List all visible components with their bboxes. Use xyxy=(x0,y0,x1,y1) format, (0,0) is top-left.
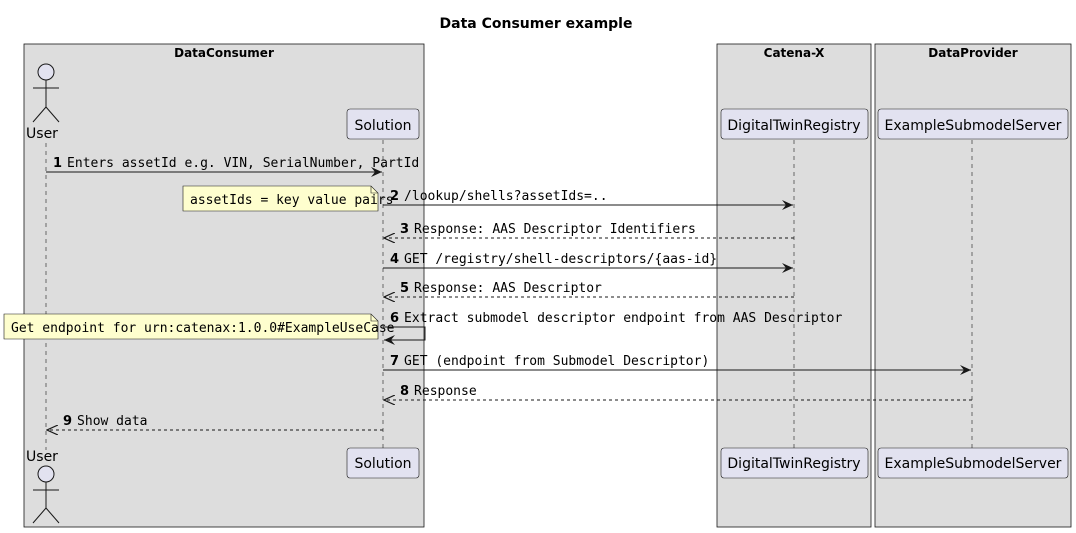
message-4-label: 4 GET /registry/shell-descriptors/{aas-id… xyxy=(390,252,717,267)
message-4-text: GET /registry/shell-descriptors/{aas-id} xyxy=(404,252,717,267)
participant-server-top: ExampleSubmodelServer xyxy=(885,118,1062,134)
participant-dtr-top: DigitalTwinRegistry xyxy=(727,118,860,134)
note-endpoint-fold xyxy=(370,314,378,322)
message-2-text: /lookup/shells?assetIds=.. xyxy=(404,189,608,204)
message-8-label: 8 Response xyxy=(400,384,477,399)
message-1-label: 1 Enters assetId e.g. VIN, SerialNumber, … xyxy=(53,156,419,171)
message-2-number: 2 xyxy=(390,189,399,204)
message-9-label: 9 Show data xyxy=(63,414,148,429)
note-endpoint-text: Get endpoint for urn:catenax:1.0.0#Examp… xyxy=(11,321,395,336)
message-6-label: 6 Extract submodel descriptor endpoint fr… xyxy=(390,311,843,326)
message-9-number: 9 xyxy=(63,414,72,429)
message-7-number: 7 xyxy=(390,354,399,369)
box-dataprovider-label: DataProvider xyxy=(928,46,1018,60)
message-5-label: 5 Response: AAS Descriptor xyxy=(400,281,602,296)
note-assetids xyxy=(182,185,379,212)
message-3-number: 3 xyxy=(400,222,409,237)
message-7-label: 7 GET (endpoint from Submodel Descriptor) xyxy=(390,354,709,369)
message-5-number: 5 xyxy=(400,281,409,296)
participant-dtr-bottom: DigitalTwinRegistry xyxy=(727,456,860,472)
participant-server-bottom-box xyxy=(877,447,1069,479)
message-3-label: 3 Response: AAS Descriptor Identifiers xyxy=(400,222,696,237)
message-3-text: Response: AAS Descriptor Identifiers xyxy=(414,222,696,237)
user-actor-bottom-icon xyxy=(32,465,60,524)
note-assetids-text: assetIds = key value pairs xyxy=(190,193,394,208)
message-9-text: Show data xyxy=(77,414,147,429)
participant-dtr-bottom-box xyxy=(720,447,869,479)
participant-user-bottom: User xyxy=(26,449,58,465)
participant-user-top: User xyxy=(26,126,58,142)
message-7-text: GET (endpoint from Submodel Descriptor) xyxy=(404,354,709,369)
message-1-number: 1 xyxy=(53,156,62,171)
message-8-number: 8 xyxy=(400,384,409,399)
message-2-label: 2/lookup/shells?assetIds=.. xyxy=(390,189,608,204)
diagram-title: Data Consumer example xyxy=(440,16,633,32)
participant-server-bottom: ExampleSubmodelServer xyxy=(885,456,1062,472)
message-6-number: 6 xyxy=(390,311,399,326)
message-6-text: Extract submodel descriptor endpoint fro… xyxy=(404,311,842,326)
message-4-number: 4 xyxy=(390,252,399,267)
message-5-text: Response: AAS Descriptor xyxy=(414,281,602,296)
message-8-text: Response xyxy=(414,384,477,399)
participant-solution-top: Solution xyxy=(354,118,411,134)
note-assetids-fold xyxy=(370,186,378,194)
note-endpoint xyxy=(3,313,379,340)
box-dataconsumer-label: DataConsumer xyxy=(174,46,274,60)
participant-solution-bottom: Solution xyxy=(354,456,411,472)
participant-server-top-box xyxy=(877,108,1069,140)
message-1-text: Enters assetId e.g. VIN, SerialNumber, P… xyxy=(67,156,419,171)
participant-solution-top-box xyxy=(346,108,420,140)
message-6-arrow xyxy=(383,326,426,345)
box-catenax-label: Catena-X xyxy=(764,46,825,60)
user-actor-icon xyxy=(32,63,60,123)
participant-dtr-top-box xyxy=(720,108,869,140)
participant-solution-bottom-box xyxy=(346,447,420,479)
